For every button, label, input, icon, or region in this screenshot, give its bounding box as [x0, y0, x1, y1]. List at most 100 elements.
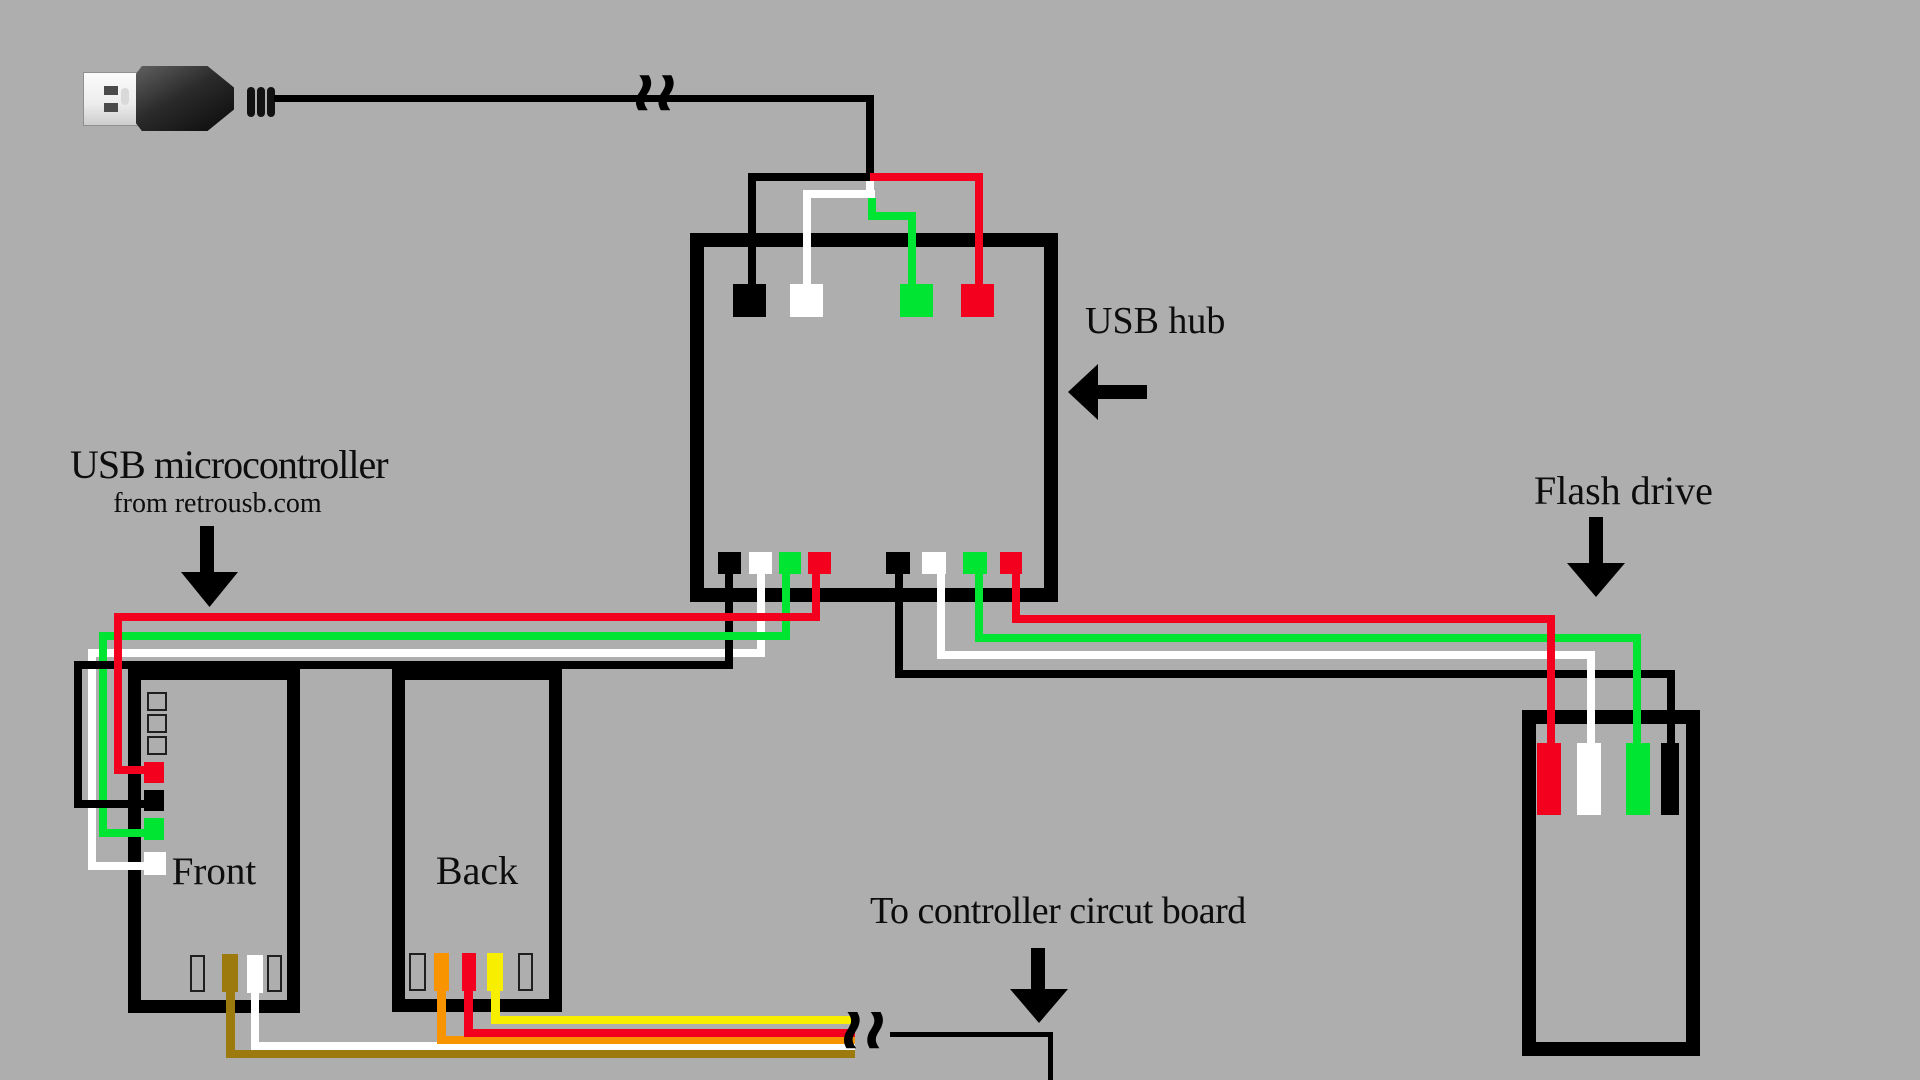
wire-red: [1012, 615, 1555, 623]
wire-black: [895, 670, 1675, 678]
hub-pad-white: [749, 552, 772, 574]
wire-green: [868, 198, 876, 218]
usb-plug-strain-ridge: [247, 87, 255, 117]
usb-plug-strain-ridge: [257, 87, 265, 117]
front-pad-white-bottom: [247, 955, 263, 993]
wire-orange: [437, 1036, 855, 1044]
wire-black-thin: [890, 1032, 1053, 1037]
front-pad-black: [144, 790, 164, 811]
usb-cable-wire: [866, 95, 874, 181]
wire-white: [803, 190, 811, 290]
wire-red: [114, 613, 820, 621]
front-board-bottom-pin: [267, 955, 282, 992]
usb-plug-strain-ridge: [267, 87, 275, 117]
usb-plug-notch: [121, 88, 129, 105]
front-pad-white: [144, 852, 166, 875]
wire-white: [88, 649, 96, 870]
hub-pad-white: [922, 552, 946, 574]
wire-black: [748, 173, 874, 181]
front-board-header-pin: [147, 714, 167, 733]
wire-white: [88, 862, 154, 870]
back-pad-orange: [434, 953, 449, 991]
usb-plug-slot: [104, 103, 118, 112]
front-pad-green: [144, 818, 164, 840]
wire-white: [1587, 651, 1595, 750]
hub-pad-green: [963, 552, 987, 574]
flash-drive-label: Flash drive: [1534, 468, 1713, 513]
front-pad-brown: [222, 954, 238, 992]
flash-drive-box: [1522, 710, 1700, 1056]
wire-black: [1667, 670, 1675, 750]
wire-red: [870, 173, 983, 181]
wire-red: [975, 173, 983, 291]
controller-board-arrow-icon: [1010, 989, 1068, 1023]
front-board-header-pin: [147, 692, 167, 711]
usb-microcontroller-sublabel: from retrousb.com: [113, 488, 322, 519]
wire-white: [251, 1042, 855, 1050]
hub-pad-green: [779, 552, 801, 574]
wire-green: [868, 212, 916, 220]
hub-pad-red: [808, 552, 831, 574]
back-pad-red: [462, 953, 476, 991]
front-pad-red: [144, 762, 164, 783]
wire-green: [975, 570, 983, 642]
wire-red: [812, 570, 820, 621]
wire-black: [895, 570, 903, 678]
usb-hub-label: USB hub: [1085, 300, 1226, 342]
wire-green: [99, 632, 107, 837]
cable-break-symbol: ≀≀: [834, 996, 896, 1062]
wire-white: [937, 570, 945, 659]
front-board-header-pin: [147, 736, 167, 755]
wire-red: [1012, 570, 1020, 623]
usb-plug-slot: [104, 86, 118, 95]
wire-red: [464, 988, 473, 1037]
wire-white: [251, 990, 259, 1050]
back-board-bottom-pin: [518, 953, 533, 991]
wire-black: [74, 661, 82, 808]
flash-drive-arrow-icon: [1567, 563, 1625, 597]
hub-pad-black: [886, 552, 910, 574]
controller-board-label: To controller circut board: [870, 890, 1246, 932]
usb-microcontroller-arrow-icon: [181, 572, 238, 607]
usb-microcontroller-label: USB microcontroller: [70, 442, 389, 487]
wire-brown: [226, 988, 235, 1058]
flash-pad-white: [1577, 743, 1601, 815]
hub-pad-red: [1000, 552, 1022, 574]
wire-red: [464, 1029, 855, 1037]
cable-break-symbol: ≀≀: [626, 61, 686, 124]
wire-green: [1633, 634, 1641, 750]
hub-pad-red: [961, 284, 994, 317]
wire-black: [748, 173, 756, 290]
hub-pad-black: [718, 552, 741, 574]
wire-black: [74, 800, 154, 808]
back-board-box: [392, 667, 562, 1012]
controller-board-arrow-icon: [1031, 948, 1045, 993]
wire-red: [114, 766, 154, 774]
wire-black-thin: [1048, 1032, 1053, 1080]
hub-pad-green: [900, 284, 933, 317]
wire-yellow: [491, 988, 500, 1024]
back-board-bottom-pin: [409, 953, 426, 991]
wire-brown: [226, 1050, 855, 1058]
wire-orange: [437, 988, 446, 1044]
usb-hub-arrow-icon: [1093, 385, 1147, 399]
wire-black: [74, 661, 733, 669]
front-board-bottom-pin: [190, 955, 205, 992]
flash-drive-arrow-icon: [1589, 517, 1603, 567]
wire-white: [937, 651, 1595, 659]
wire-green: [975, 634, 1641, 642]
wire-red: [1547, 615, 1555, 750]
wire-green: [99, 632, 790, 640]
wire-green: [782, 570, 790, 640]
flash-pad-red: [1537, 743, 1561, 815]
hub-pad-black: [733, 284, 766, 317]
wire-yellow: [491, 1016, 855, 1024]
front-board-label: Front: [171, 850, 257, 893]
wire-white: [803, 190, 875, 198]
wire-red: [114, 613, 122, 774]
wire-green: [99, 829, 154, 837]
usb-cable-wire: [274, 95, 870, 102]
wire-white: [88, 649, 765, 657]
usb-microcontroller-arrow-icon: [200, 526, 214, 576]
